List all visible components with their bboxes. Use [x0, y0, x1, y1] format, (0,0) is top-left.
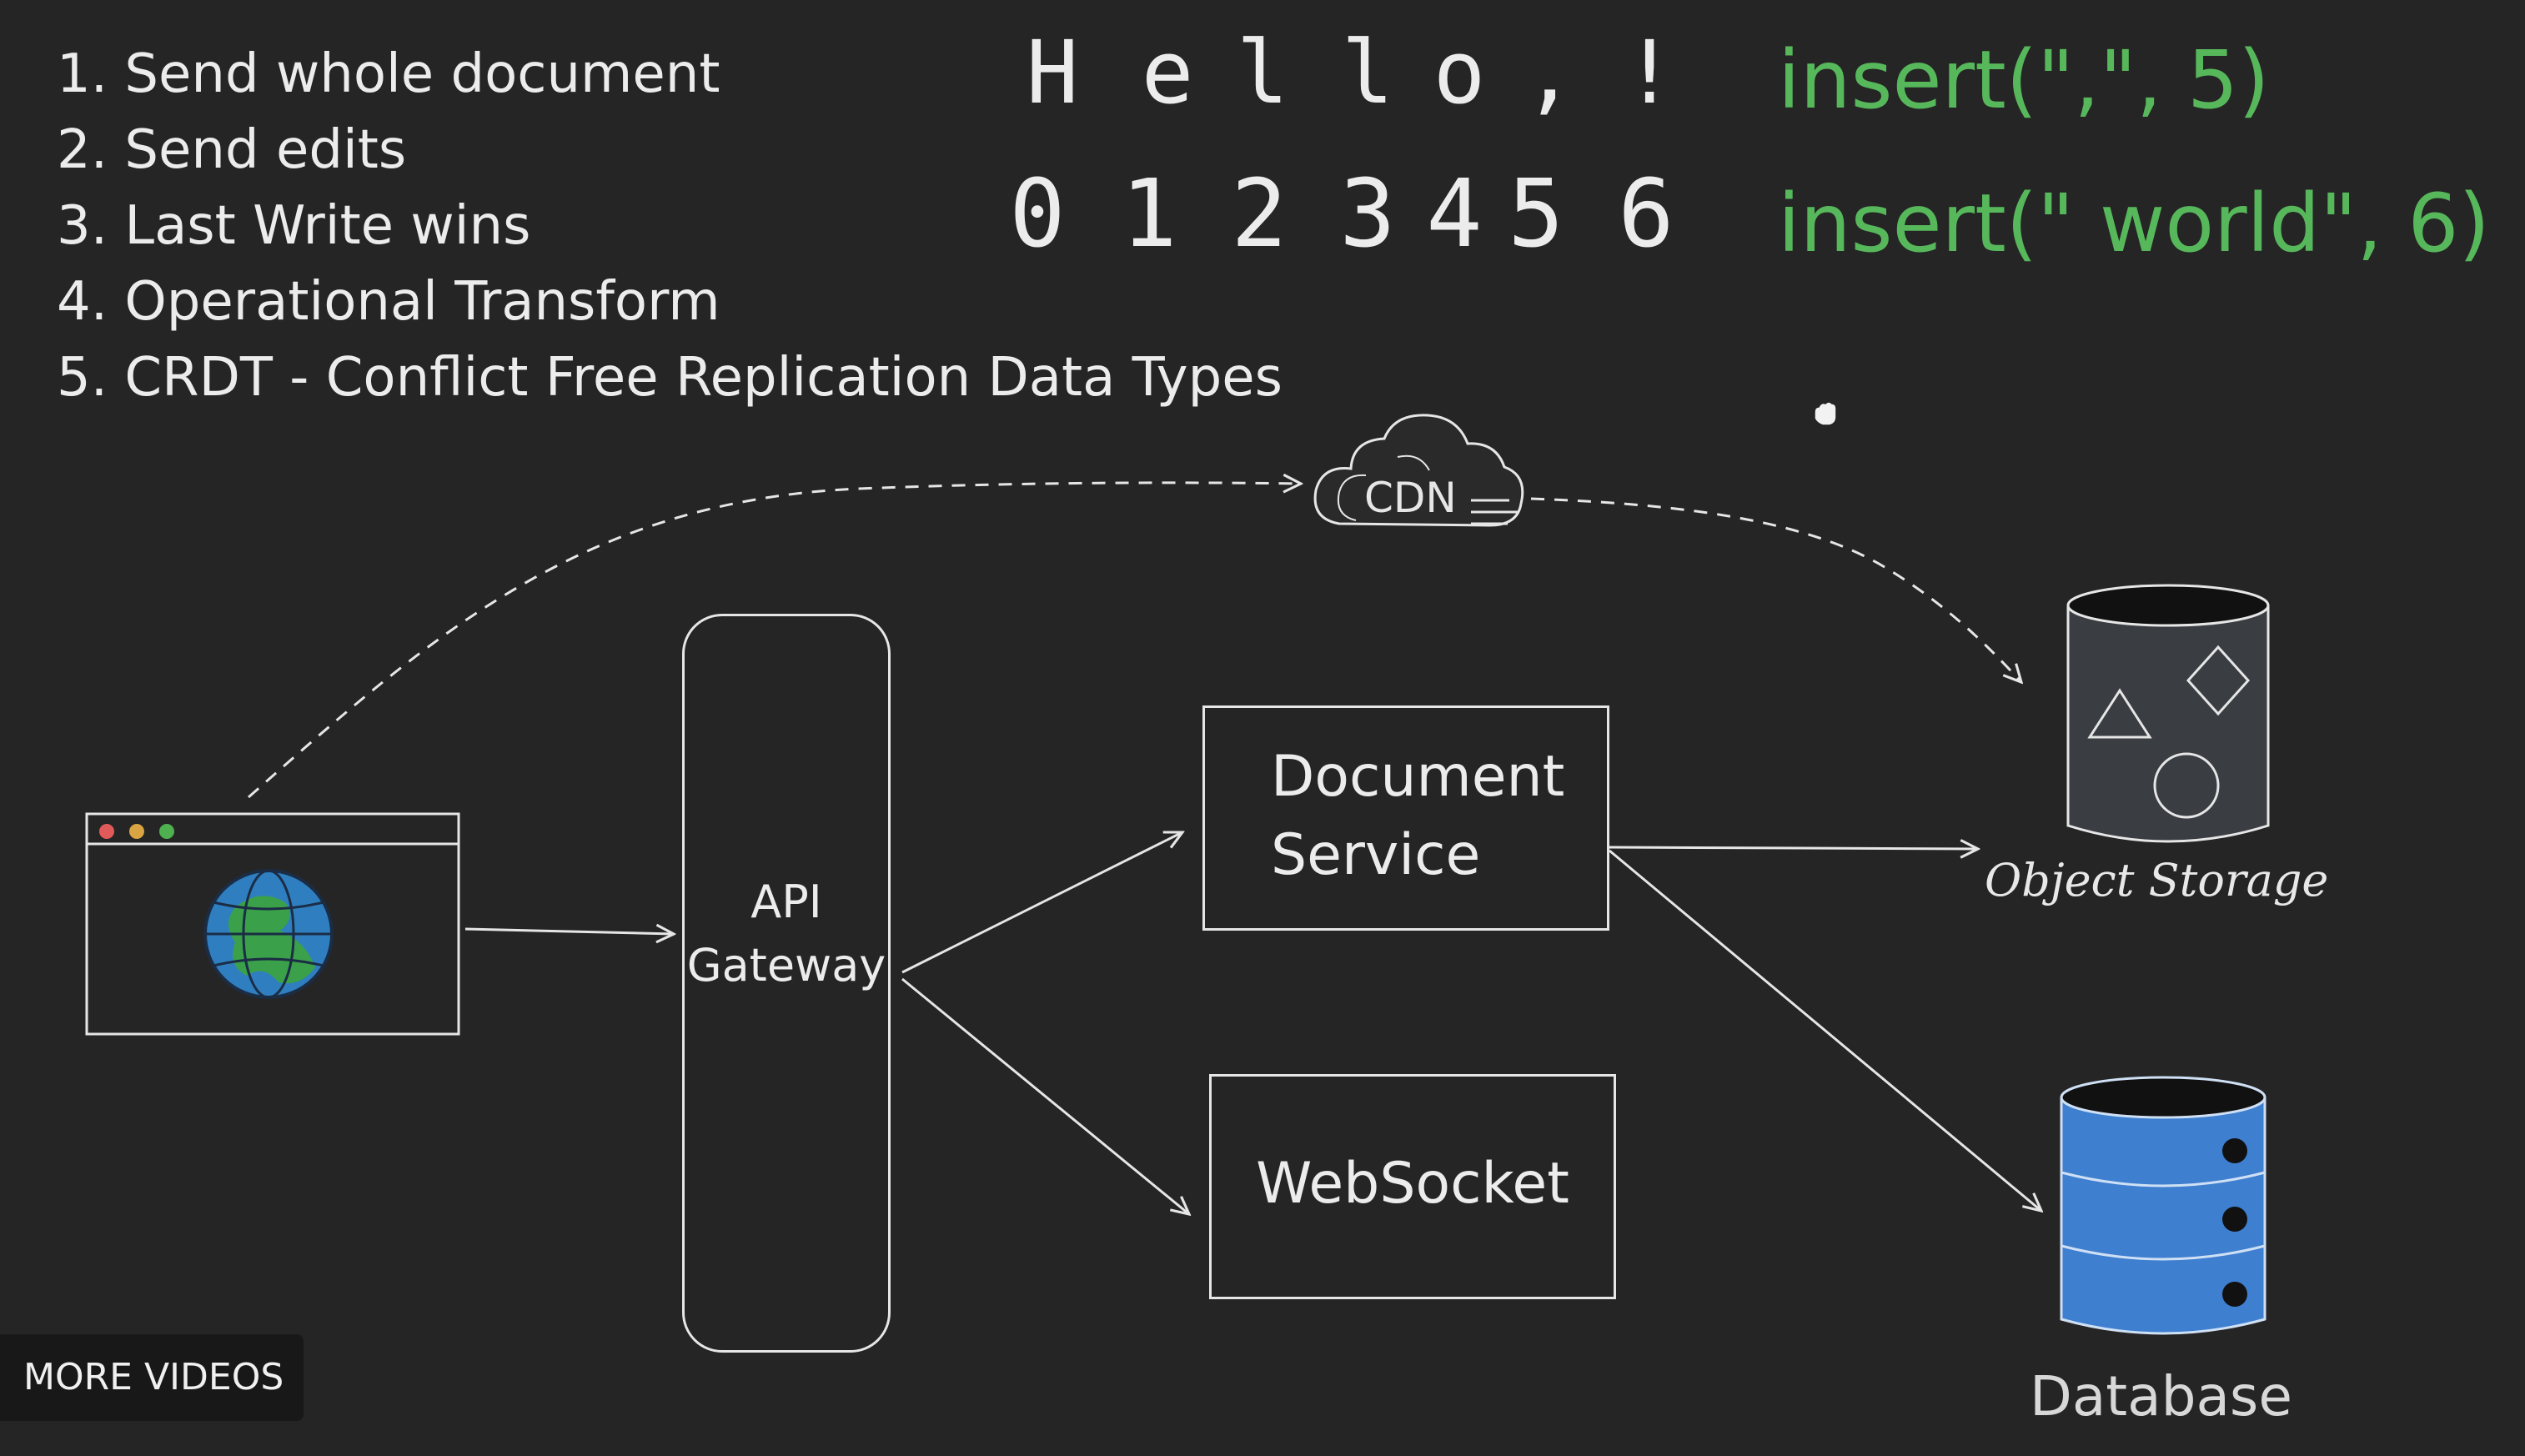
cdn-label: CDN — [1364, 474, 1457, 522]
hello-char: o — [1433, 22, 1486, 123]
object-storage-label: Object Storage — [1985, 854, 2329, 906]
approach-item: 3. Last Write wins — [57, 195, 531, 257]
cdn-to-storage-arrow — [1530, 497, 2021, 682]
hello-index: 4 — [1426, 160, 1483, 269]
hello-char: H — [1026, 22, 1079, 123]
document-service-label-2: Service — [1271, 822, 1481, 888]
hello-index: 2 — [1231, 160, 1288, 269]
hello-index: 6 — [1618, 160, 1674, 269]
api-gateway-label-2: Gateway — [686, 939, 886, 992]
hello-char: ! — [1623, 22, 1676, 123]
hand-cursor-icon — [1814, 401, 1837, 426]
document-to-storage-arrow — [1609, 847, 1978, 849]
approaches-list: 1. Send whole document 2. Send edits 3. … — [57, 37, 1283, 416]
hello-char: , — [1523, 22, 1576, 123]
api-gateway-box — [682, 614, 891, 1353]
approach-item: 4. Operational Transform — [57, 271, 720, 333]
browser-to-gateway-arrow — [464, 929, 674, 934]
cloud-icon — [1313, 414, 1524, 527]
hello-index: 3 — [1339, 160, 1396, 269]
document-service-box — [1202, 705, 1609, 931]
database-icon — [2060, 1076, 2266, 1335]
hello-char: l — [1341, 22, 1394, 123]
hello-index: 0 — [1009, 160, 1066, 269]
hello-index: 1 — [1121, 160, 1177, 269]
approach-item: 2. Send edits — [57, 119, 407, 181]
globe-icon — [203, 869, 334, 999]
hello-index: 5 — [1508, 160, 1564, 269]
websocket-label: WebSocket — [1256, 1151, 1569, 1217]
approach-item: 5. CRDT - Conflict Free Replication Data… — [57, 347, 1283, 409]
hello-char: e — [1141, 22, 1194, 123]
operation-insert-world: insert(" world", 6) — [1778, 177, 2490, 270]
operation-insert-comma: insert(",", 5) — [1778, 33, 2270, 127]
document-service-label: Document — [1271, 744, 1565, 810]
hello-char: l — [1236, 22, 1289, 123]
database-label: Database — [2030, 1364, 2292, 1428]
websocket-box — [1209, 1074, 1616, 1299]
browser-window-icon — [85, 812, 460, 1036]
api-gateway-label: API — [750, 876, 822, 928]
bucket-icon — [2066, 584, 2270, 843]
more-videos-button[interactable]: MORE VIDEOS — [0, 1334, 304, 1421]
document-to-database-arrow — [1609, 849, 2041, 1211]
gateway-to-websocket-arrow — [901, 977, 1189, 1214]
approach-item: 1. Send whole document — [57, 43, 720, 105]
gateway-to-document-arrow — [901, 832, 1182, 974]
